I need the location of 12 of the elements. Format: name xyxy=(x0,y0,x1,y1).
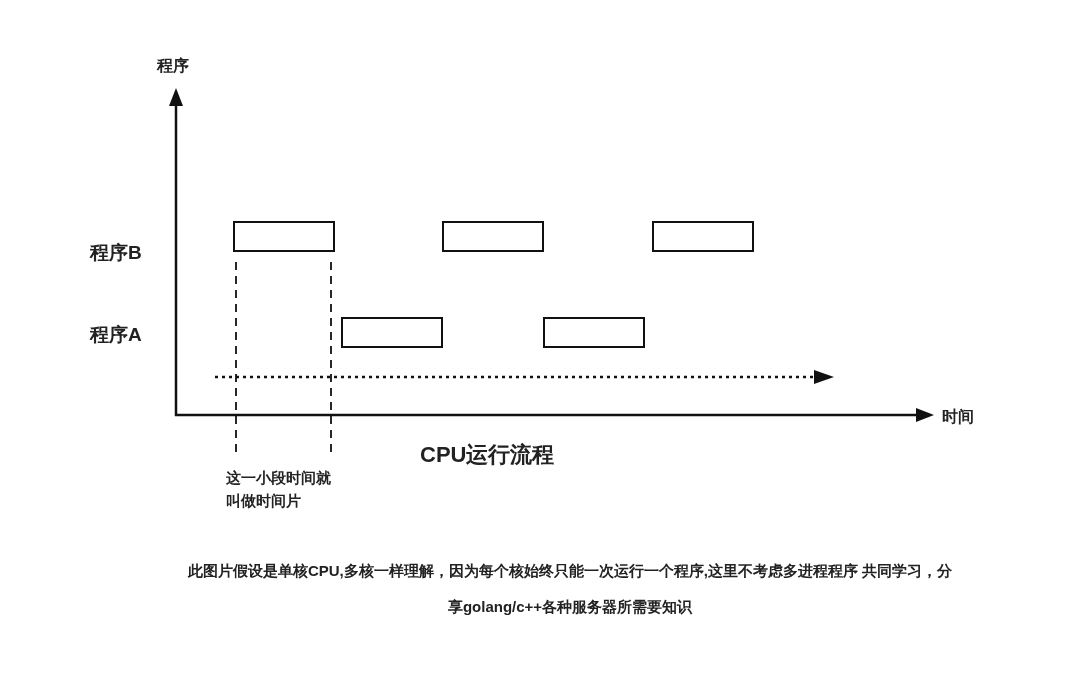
time-slice-bar xyxy=(543,317,645,348)
time-slice-bar xyxy=(442,221,544,252)
axis-label: 程序 xyxy=(157,56,189,76)
chart-title: CPU运行流程 xyxy=(420,441,555,469)
time-slice-bar xyxy=(233,221,335,252)
row-label: 程序B xyxy=(90,241,142,265)
row-label: 程序A xyxy=(90,323,142,347)
axis-label: 时间 xyxy=(942,407,974,427)
time-slice-bar xyxy=(652,221,754,252)
time-slice-bar xyxy=(341,317,443,348)
note-text: 此图片假设是单核CPU,多核一样理解，因为每个核始终只能一次运行一个程序,这里不考虑多进程程序 共同学习，分享golang/c++各种服务器所需要知识 xyxy=(186,561,954,617)
annotation-text: 这一小段时间就叫做时间片 xyxy=(226,468,332,511)
